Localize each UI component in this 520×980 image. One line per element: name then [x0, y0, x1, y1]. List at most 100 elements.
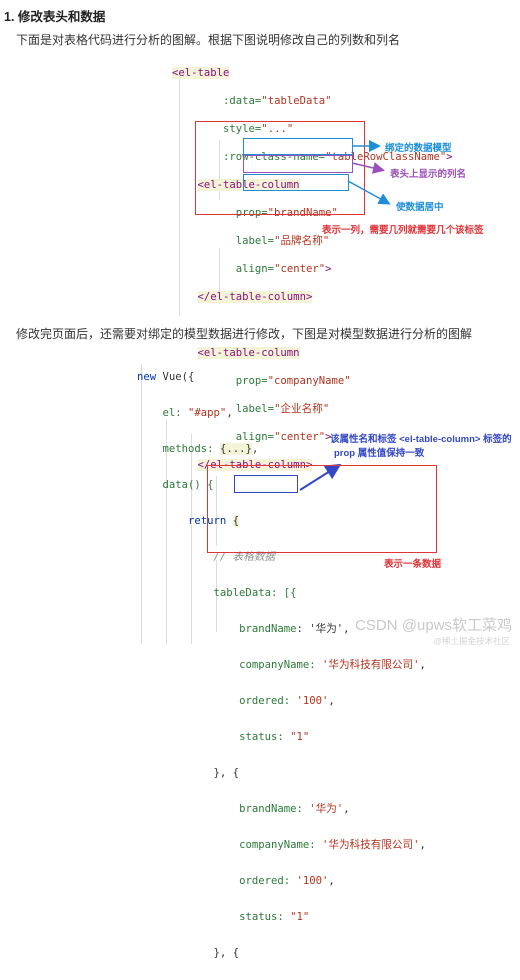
annotation-arrows-1 — [299, 140, 391, 491]
code-token: , — [251, 443, 259, 455]
code-token: , — [419, 659, 426, 671]
label-highlight-box — [243, 155, 353, 173]
code-token: :data= — [223, 95, 262, 107]
code-token: align= — [235, 431, 275, 443]
code-token: "#app" — [188, 407, 227, 419]
column-highlight-box — [195, 121, 365, 215]
code-line: <el-table-column — [172, 346, 453, 360]
code-token: "center" — [274, 263, 326, 275]
csdn-watermark: CSDN @upws软工菜鸡 — [355, 617, 512, 634]
code-line: data() { — [137, 476, 426, 494]
code-line: prop="brandName" — [172, 206, 453, 220]
code-token: style= — [223, 123, 262, 135]
code-line: :data="tableData" — [172, 94, 453, 108]
code-token: status: — [239, 911, 291, 923]
code-line: </el-table-column> — [172, 290, 453, 304]
code-token: companyName: — [239, 659, 322, 671]
code-token: > — [446, 151, 453, 163]
code-token: , — [419, 839, 426, 851]
code-token: methods: — [162, 443, 214, 455]
code-token: </el-table-column> — [197, 291, 313, 303]
code-line: methods: {...}, — [137, 440, 426, 458]
code-token: el: — [162, 407, 182, 419]
code-token: "..." — [261, 123, 294, 135]
code-line: tableData: [{ — [137, 584, 426, 602]
code-token: "1" — [290, 911, 310, 923]
code-token: {...} — [219, 443, 252, 455]
code-line: companyName: '华为科技有限公司', — [137, 656, 426, 674]
code-token: prop= — [235, 207, 268, 219]
code-line: label="品牌名称" — [172, 234, 453, 248]
annotation-header-name: 表头上显示的列名 — [390, 169, 467, 180]
code-token: '华为' — [309, 803, 344, 815]
code-line: prop="companyName" — [172, 374, 453, 388]
code-token: label= — [235, 235, 275, 247]
code-token: '华为科技有限公司' — [321, 659, 420, 671]
code-token: "tableData" — [261, 95, 332, 107]
juejin-watermark: @稀土掘金技术社区 — [433, 636, 510, 646]
code-line: align="center"> — [172, 430, 453, 444]
code-line: style="..." — [172, 122, 453, 136]
code-line: // 表格数据 — [137, 548, 426, 566]
code-token: <el-table-column — [197, 347, 300, 359]
code-line: ordered: '100', — [137, 872, 426, 890]
code-token: ordered: — [239, 695, 297, 707]
intro-text: 下面是对表格代码进行分析的图解。根据下图说明修改自己的列数和列名 — [16, 33, 401, 47]
align-highlight-box — [243, 174, 349, 191]
brandname-highlight-box — [234, 475, 298, 493]
arrow-label — [351, 162, 385, 174]
code-token: "companyName" — [267, 375, 351, 387]
code-token: }, { — [213, 947, 240, 959]
code-token: tableData: [{ — [213, 587, 297, 599]
annotation-same-line2: prop 属性值保持一致 — [334, 448, 425, 459]
code-line: companyName: '华为科技有限公司', — [137, 836, 426, 854]
code-token: data() { — [162, 479, 214, 491]
indent-guide — [216, 560, 217, 632]
code-line: <el-table-column — [172, 178, 453, 192]
code-token: "1" — [290, 731, 310, 743]
code-token: prop= — [235, 375, 268, 387]
code-token: align= — [235, 263, 275, 275]
code-token: "brandName" — [267, 207, 338, 219]
arrow-brandname — [299, 463, 342, 491]
indent-guide — [216, 476, 217, 546]
code-line: new Vue({ — [137, 368, 426, 386]
code-line: }, { — [137, 944, 426, 962]
code-token: brandName — [239, 623, 297, 635]
indent-guide — [191, 434, 192, 644]
annotation-one-record: 表示一条数据 — [384, 559, 442, 570]
code-token: // 表格数据 — [213, 551, 276, 563]
code-token: , — [226, 407, 233, 419]
code-token: brandName: — [239, 803, 310, 815]
record-highlight-box — [207, 465, 437, 553]
code-token: status: — [239, 731, 291, 743]
code-token: ordered: — [239, 875, 297, 887]
code-token: , — [328, 875, 335, 887]
code-token: "tableRowClassName" — [325, 151, 447, 163]
code-token: <el-table — [172, 67, 230, 79]
code-token: <el-table-column — [197, 179, 300, 191]
code-token: : '华为', — [296, 623, 350, 635]
indent-guide — [141, 364, 142, 644]
indent-guide — [166, 420, 167, 644]
code-token: }, { — [213, 767, 240, 779]
code-token: > — [325, 431, 332, 443]
code-token: , — [328, 695, 335, 707]
code-token: "品牌名称" — [274, 235, 330, 247]
code-line: brandName: '华为', — [137, 800, 426, 818]
code-line: <el-table — [172, 66, 453, 80]
annotation-same-line1: 该属性名和标签 <el-table-column> 标签的 — [330, 434, 512, 445]
code-line: label="企业名称" — [172, 402, 453, 416]
annotation-one-column: 表示一列，需要几列就需要几个该标签 — [322, 225, 484, 236]
code-token: '100' — [296, 875, 329, 887]
section-heading: 1. 修改表头和数据 — [4, 10, 106, 24]
code-token: label= — [235, 403, 275, 415]
code-line: status: "1" — [137, 908, 426, 926]
indent-guide — [219, 248, 220, 304]
code-line: }, { — [137, 764, 426, 782]
code-token: > — [325, 263, 332, 275]
code-line: ordered: '100', — [137, 692, 426, 710]
code-token: '100' — [296, 695, 329, 707]
code-token: '华为科技有限公司' — [321, 839, 420, 851]
code-token: "企业名称" — [274, 403, 330, 415]
